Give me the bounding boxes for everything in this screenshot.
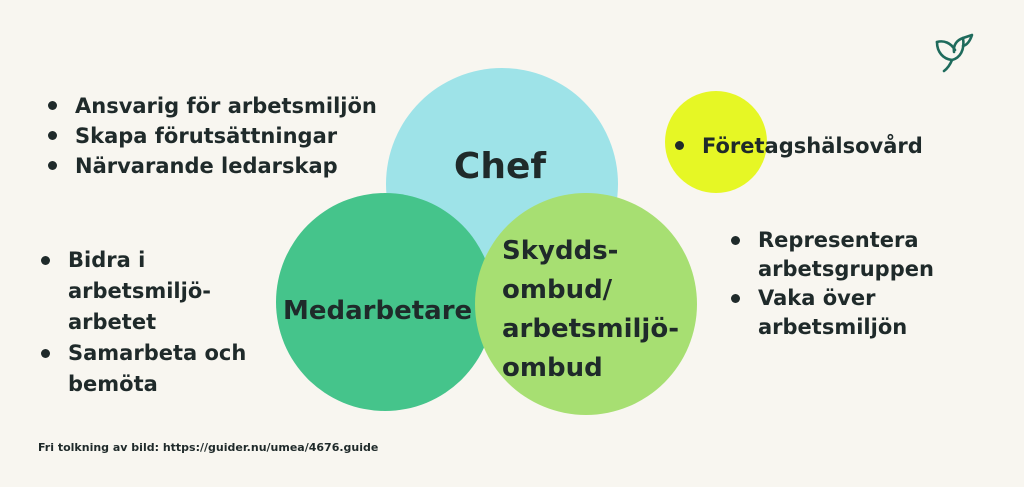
bullet-item: Bidra i arbetsmiljö-arbetet: [38, 245, 248, 338]
skyddsombud-label-line: Skydds-: [502, 236, 619, 266]
chef-bullet-list: Ansvarig för arbetsmiljön Skapa förutsät…: [45, 91, 377, 181]
bullet-item: Ansvarig för arbetsmiljön: [45, 91, 377, 121]
bullet-item: Närvarande ledarskap: [45, 151, 377, 181]
foretagshalsovard-bullet-list: Företagshälsovård: [672, 131, 923, 161]
bullet-item: Vaka över arbetsmiljön: [728, 284, 978, 342]
skyddsombud-circle: [475, 193, 697, 415]
skyddsombud-label-line: arbetsmiljö-: [502, 314, 679, 344]
skyddsombud-label: Skydds- ombud/ arbetsmiljö- ombud: [502, 232, 702, 388]
source-footnote: Fri tolkning av bild: https://guider.nu/…: [38, 441, 379, 454]
skyddsombud-label-line: ombud: [502, 353, 603, 383]
skyddsombud-bullet-list: Representera arbetsgruppen Vaka över arb…: [728, 226, 978, 342]
bullet-item: Samarbeta och bemöta: [38, 338, 248, 400]
medarbetare-label: Medarbetare: [283, 296, 473, 326]
bullet-item: Representera arbetsgruppen: [728, 226, 978, 284]
medarbetare-bullet-list: Bidra i arbetsmiljö-arbetet Samarbeta oc…: [38, 245, 248, 400]
bullet-item: Skapa förutsättningar: [45, 121, 377, 151]
skyddsombud-label-line: ombud/: [502, 275, 613, 305]
chef-label: Chef: [453, 146, 547, 187]
leaf-bird-logo-icon: [932, 30, 976, 74]
bullet-item: Företagshälsovård: [672, 131, 923, 161]
medarbetare-circle: [276, 193, 494, 411]
